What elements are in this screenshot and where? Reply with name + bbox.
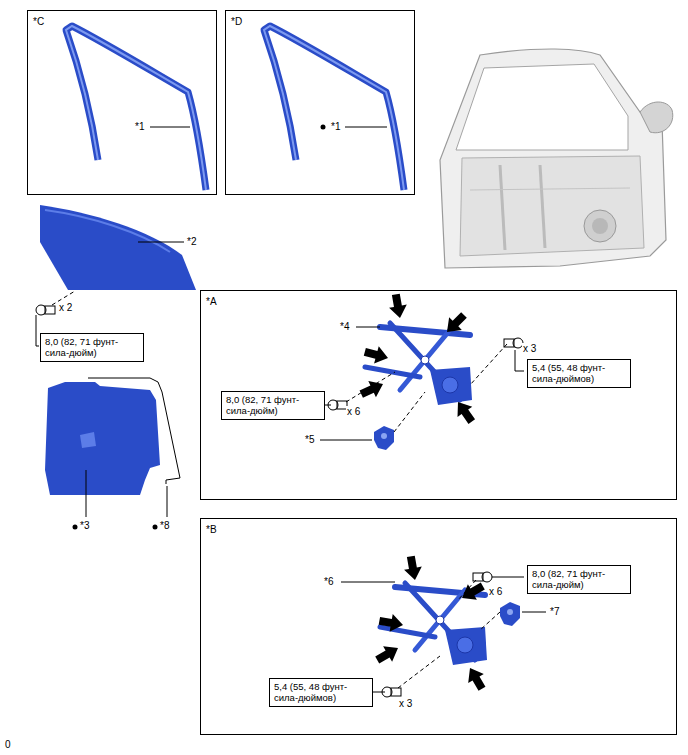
view-panel: *A 5,4 (55, 48 фунт-сила-дюймов) 8,0 (82, … xyxy=(200,290,677,500)
torque-value: 5,4 (55, 48 фунт-сила-дюймов) xyxy=(274,681,368,704)
callout-number: *1 xyxy=(134,121,145,133)
page-mark: 0 xyxy=(4,739,12,751)
view-panel: *C xyxy=(27,10,217,195)
quantity: x 6 xyxy=(346,406,361,418)
torque-spec-box: 8,0 (82, 71 фунт-сила-дюйм) xyxy=(221,391,325,420)
callout-number: *1 xyxy=(330,121,341,133)
callout-number: *8 xyxy=(159,520,170,532)
callout-number: *4 xyxy=(339,321,350,333)
torque-value: 8,0 (82, 71 фунт-сила-дюйм) xyxy=(45,336,139,359)
view-letter: *D xyxy=(226,13,247,30)
view-letter: *C xyxy=(28,13,49,30)
torque-value: 5,4 (55, 48 фунт-сила-дюймов) xyxy=(532,362,626,385)
callout-number: *3 xyxy=(79,520,90,532)
torque-value: 8,0 (82, 71 фунт-сила-дюйм) xyxy=(226,394,320,417)
torque-spec-box: 5,4 (55, 48 фунт-сила-дюймов) xyxy=(527,359,631,388)
quantity: x 2 xyxy=(58,302,73,314)
view-panel: *B 8,0 (82, 71 фунт-сила-дюйм) 5,4 (55, 48… xyxy=(200,518,677,735)
quantity: x 6 xyxy=(488,586,503,598)
callout-number: *7 xyxy=(549,606,560,618)
quantity: x 3 xyxy=(398,698,413,710)
view-panel: *D xyxy=(225,10,415,195)
torque-value: 8,0 (82, 71 фунт-сила-дюйм) xyxy=(532,568,626,591)
torque-spec-box: 8,0 (82, 71 фунт-сила-дюйм) xyxy=(40,333,144,362)
quantity: x 3 xyxy=(522,343,537,355)
torque-spec-box: 8,0 (82, 71 фунт-сила-дюйм) xyxy=(527,565,631,594)
callout-number: *2 xyxy=(186,236,197,248)
view-letter: *A xyxy=(201,293,222,310)
callout-number: *5 xyxy=(304,434,315,446)
torque-spec-box: 5,4 (55, 48 фунт-сила-дюймов) xyxy=(269,678,373,707)
callout-number: *6 xyxy=(323,576,334,588)
view-letter: *B xyxy=(201,521,222,538)
